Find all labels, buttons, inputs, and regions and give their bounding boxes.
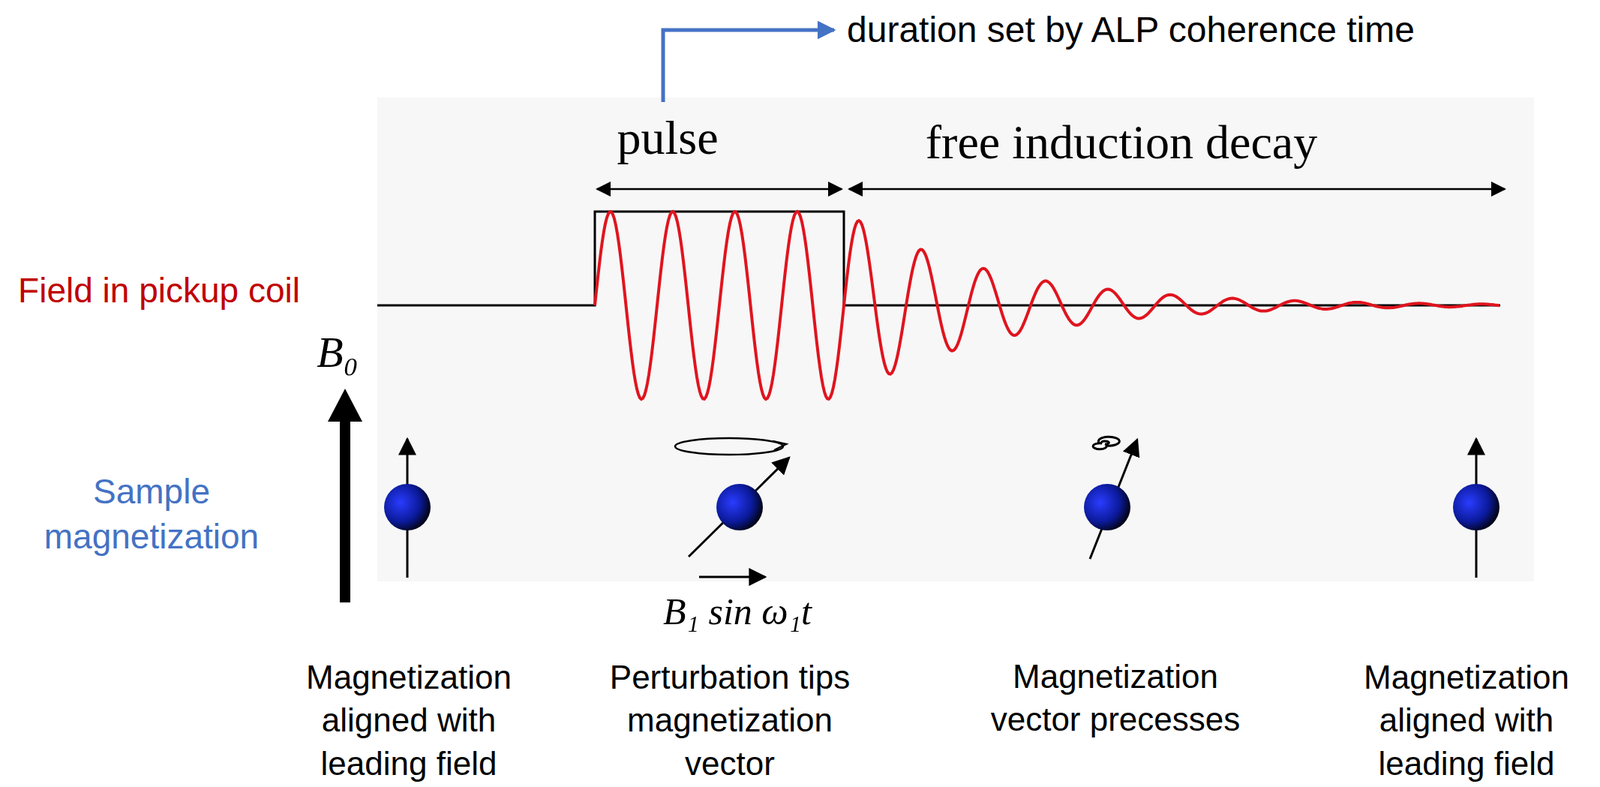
stage-caption: Perturbation tips magnetization vector [587, 655, 873, 785]
signal-wave [594, 211, 1500, 400]
pulse-envelope [377, 211, 1501, 306]
field-symbol: B₀ [292, 324, 383, 381]
pulse-span-arrow [597, 188, 842, 191]
stage-caption: Magnetization aligned with leading field [285, 655, 533, 785]
precession-loop [675, 438, 784, 455]
span-label: pulse [555, 106, 781, 169]
spin-sphere [716, 483, 763, 531]
plot-ground [377, 97, 1534, 582]
precession-loop-head [772, 441, 787, 451]
axis-label: Sample magnetization [9, 469, 295, 560]
leading-field-arrow [339, 420, 351, 603]
spin-sphere [1452, 483, 1500, 531]
spin-sphere [384, 483, 431, 531]
span-label: free induction decay [836, 111, 1407, 174]
bracket-leader [663, 30, 835, 103]
annotation-note: duration set by ALP coherence time [846, 6, 1522, 54]
stage-caption: Magnetization vector precesses [972, 654, 1258, 741]
spin-sphere [1083, 483, 1131, 531]
leading-field-head [327, 388, 363, 422]
drive-field-arrow [699, 576, 766, 579]
decay-span-arrow [849, 188, 1505, 191]
spin-arrow [688, 457, 790, 557]
stage-caption: Magnetization aligned with leading field [1342, 655, 1591, 785]
axis-label: Field in pickup coil [12, 268, 306, 314]
drive-field-label: B₁ sin ω₁t [609, 587, 865, 637]
precession-spiral [1092, 436, 1120, 450]
